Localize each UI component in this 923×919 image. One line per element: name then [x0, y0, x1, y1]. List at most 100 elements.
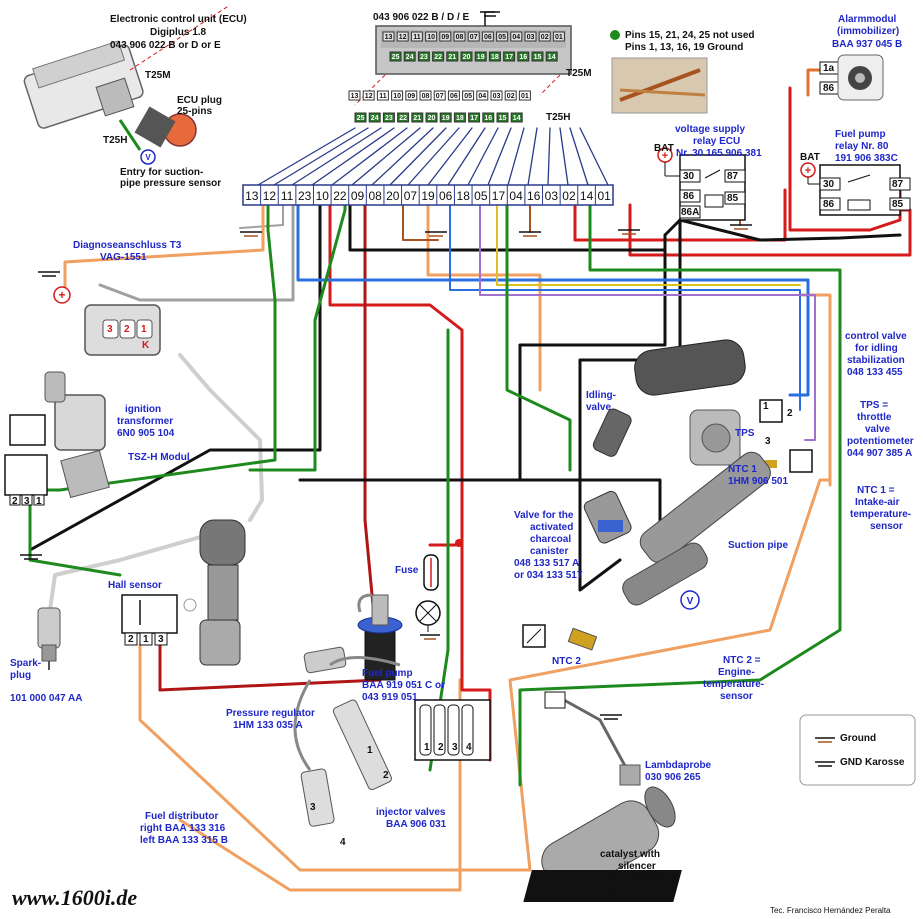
v-marker-ecu: [140, 149, 156, 165]
connector-bottom-pin-box: [517, 51, 530, 62]
charcoal-1: Valve for the: [514, 510, 574, 521]
connector-top-pin-box: [396, 31, 409, 42]
catalyst-part-2: or B, C, D, F: [605, 885, 663, 896]
connector-top-pin-label: 11: [413, 34, 421, 41]
relay-ecu-86a: 86A: [681, 207, 700, 218]
wire-green-2: [518, 203, 842, 787]
wire-purple: [479, 204, 816, 441]
ground-icon: [20, 554, 42, 560]
harness-bottom-pin-label: 14: [513, 115, 521, 122]
lambda-probe: [544, 691, 641, 786]
charcoal-3: charcoal: [530, 534, 572, 545]
relay-fuel-title-1: Fuel pump: [835, 129, 886, 140]
injector-slot: [447, 704, 460, 756]
tps-pin-2: 2: [787, 408, 793, 419]
spark-title-2: plug: [10, 670, 32, 681]
lambda-part: 030 906 265: [645, 772, 701, 783]
wire-grey-diag: [98, 203, 295, 302]
charcoal-2: activated: [530, 522, 574, 533]
fuel-pump-1: Fuel pump: [362, 668, 413, 679]
spark-title-1: Spark-: [10, 658, 42, 669]
ntc2-line-4: sensor: [720, 691, 753, 702]
strip-pin-label: 19: [421, 189, 435, 203]
relay-ecu-bat: BAT: [654, 143, 674, 154]
harness-top-pin-label: 07: [436, 93, 444, 100]
alarm-title-2: (immobilizer): [837, 26, 900, 37]
tps-line-2: throttle: [857, 412, 892, 423]
pins-note-1: Pins 15, 21, 24, 25 not used: [625, 30, 755, 41]
diag-title-2: VAG-1551: [100, 252, 147, 263]
relay-fuel-block: +: [800, 162, 911, 216]
control-valve-3: stabilization: [847, 355, 905, 366]
inj-num-3: 3: [310, 802, 316, 813]
ground-icon: [425, 231, 447, 237]
spark-plug: [37, 607, 61, 670]
wire-orange-fp: [178, 678, 462, 892]
ground-icon: [618, 229, 640, 235]
strip-pin-label: 07: [404, 189, 418, 203]
relay-fuel-title-3: 191 906 383C: [835, 153, 898, 164]
relay-ecu-86: 86: [683, 191, 695, 202]
harness-bottom-pin-box: [439, 112, 452, 123]
harness-bottom-pin-label: 19: [442, 115, 450, 122]
harness-top-pin-box: [419, 90, 432, 101]
ecu-t25h-label: T25H: [103, 135, 128, 146]
inj-pin-4: 4: [466, 742, 472, 753]
ignition-title-2: transformer: [117, 416, 174, 427]
harness-bottom-pin-box: [382, 112, 395, 123]
inj-pin-3: 3: [452, 742, 458, 753]
inj-pin-2: 2: [438, 742, 444, 753]
diag-pin-1: 1: [141, 324, 147, 335]
harness-top-pin-box: [518, 90, 531, 101]
ground-icon: [600, 714, 622, 720]
catalyst-2: silencer: [618, 861, 656, 872]
idling-1: Idling-: [586, 390, 616, 401]
harness-bottom-pin-box: [453, 112, 466, 123]
wire-red-hall: [158, 203, 382, 692]
hall-pin-3: 3: [158, 634, 164, 645]
ntc1-part: 1HM 906 501: [728, 476, 789, 487]
harness-bottom-pin-box: [482, 112, 495, 123]
fuse: [415, 539, 463, 632]
ntc1-line-3: temperature-: [850, 509, 912, 520]
connector-top-pin-box: [481, 31, 494, 42]
ntc2-line-1: NTC 2 =: [723, 655, 761, 666]
pins-note-2: Pins 1, 13, 16, 19 Ground: [625, 42, 744, 53]
strip-pin-label: 13: [245, 189, 259, 203]
tps-line-4: potentiometer: [847, 436, 914, 447]
diag-k: K: [142, 340, 150, 351]
hall-sensor: [121, 594, 197, 646]
ntc1-short: NTC 1: [728, 464, 757, 475]
harness-bottom-pin-label: 16: [484, 115, 492, 122]
connector-bottom-pin-box: [432, 51, 445, 62]
ground-icon: [420, 634, 440, 640]
catalyst-1: catalyst with: [600, 849, 661, 860]
strip-pin-label: 20: [386, 189, 400, 203]
connector-bottom-pin-box: [531, 51, 544, 62]
relay-ecu-block: +: [657, 147, 746, 221]
strip-pin-label: 01: [598, 189, 612, 203]
strip-pin-label: 12: [263, 189, 277, 203]
harness-bottom-pin-label: 24: [371, 115, 379, 122]
strip-pin-label: 17: [492, 189, 506, 203]
wire-black-2: [28, 203, 322, 552]
connector-bottom-pin-label: 21: [448, 54, 456, 61]
relay-ecu-30: 30: [683, 171, 695, 182]
connector-bottom-pin-box: [488, 51, 501, 62]
svg-text:+: +: [805, 165, 811, 177]
harness-bottom-pin-label: 15: [499, 115, 507, 122]
harness-top-pin-box: [490, 90, 503, 101]
harness-top-pin-box: [391, 90, 404, 101]
harness-top-pin-label: 13: [351, 93, 359, 100]
lambda-1: Lambdaprobe: [645, 760, 712, 771]
relay-fuel-title-2: relay Nr. 80: [835, 141, 889, 152]
alarm-title-1: Alarmmodul: [838, 14, 897, 25]
alarm-pin-b: 86: [823, 83, 835, 94]
distributor: [199, 519, 246, 666]
relay-ecu-87: 87: [727, 171, 739, 182]
harness-top-pin-box: [433, 90, 446, 101]
website[interactable]: www.1600i.de: [12, 885, 138, 910]
ntc2-line-2: Engine-: [718, 667, 755, 678]
alarm-part: BAA 937 045 B: [832, 39, 903, 50]
